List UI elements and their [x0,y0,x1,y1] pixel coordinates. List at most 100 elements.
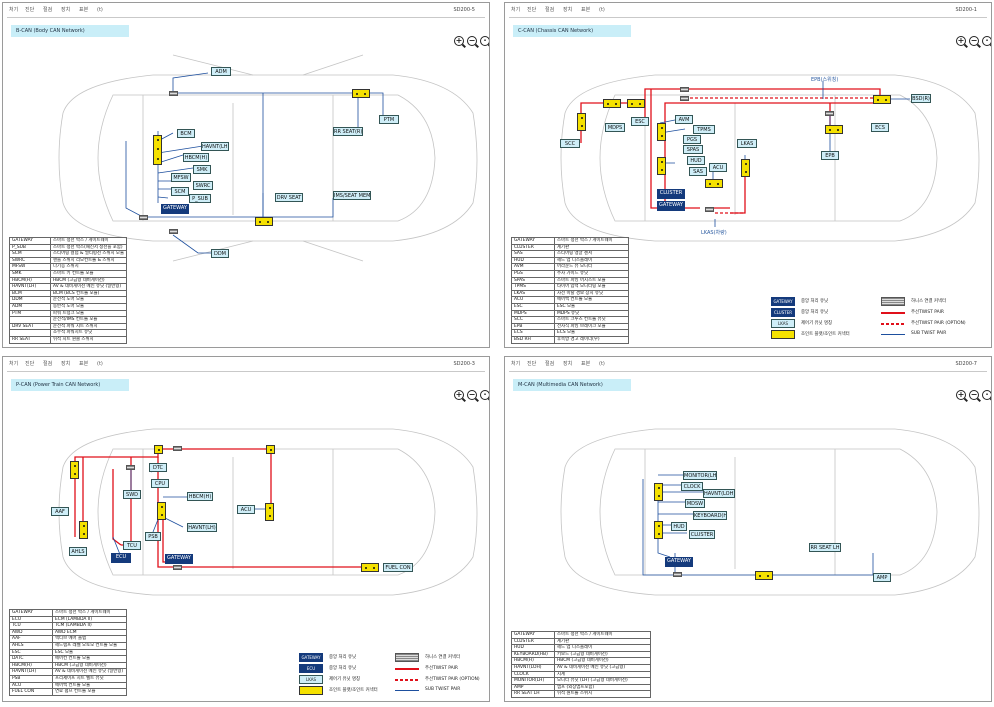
zoom-in-icon[interactable]: + [454,390,464,400]
zoom-in-icon[interactable]: + [956,390,966,400]
module-mdps[interactable]: MDPS [605,123,625,132]
module-acu[interactable]: ACU [237,505,255,514]
module-epb[interactable]: EPB [821,151,839,160]
menu-item-0[interactable]: 처기 [9,7,19,13]
menu-item-1[interactable]: 진단 [25,7,35,13]
zoom-fit-icon[interactable]: · [480,390,489,400]
menu-item-3[interactable]: 장치 [563,361,573,367]
abbr-desc: 에어컨 컨트롤 모듈 [52,655,127,663]
menu-item-3[interactable]: 장치 [61,7,71,13]
zoom-out-icon[interactable]: − [969,390,979,400]
menu-item-1[interactable]: 진단 [527,7,537,13]
menu-item-5[interactable]: (t) [599,7,605,13]
module-swrc[interactable]: SWRC [193,181,213,190]
menu-item-0[interactable]: 처기 [511,7,521,13]
module-ims[interactable]: IMS/SEAT MEMORY [333,191,371,200]
module-drv-seat[interactable]: DRV SEAT [275,193,303,202]
menu-item-4[interactable]: 표본 [581,7,591,13]
module-cluster[interactable]: CLUSTER [689,530,715,539]
module-gateway[interactable]: GATEWAY [657,201,685,211]
menu-item-0[interactable]: 처기 [511,361,521,367]
module-hud[interactable]: HUD [671,522,687,531]
menu-item-5[interactable]: (t) [97,7,103,13]
module-gateway[interactable]: GATEWAY [165,554,193,564]
zoom-out-icon[interactable]: − [467,36,477,46]
module-ptm[interactable]: PTM [379,115,399,124]
zoom-out-icon[interactable]: − [467,390,477,400]
module-sas[interactable]: SAS [689,167,707,176]
abbr-desc: 운전석 도어 모듈 [50,296,127,304]
menu-item-4[interactable]: 표본 [79,7,89,13]
module-gateway[interactable]: GATEWAY [665,557,693,567]
abbr-desc: 동반석 도어 모듈 [50,302,127,311]
abbr-desc: 전자식 파킹 브레이크 모듈 [554,322,629,331]
module-mfsw[interactable]: MFSW [171,173,191,182]
module-cpu[interactable]: CPU [151,479,169,488]
module-avm[interactable]: AVM [675,115,693,124]
module-tcu[interactable]: TCU [123,541,141,550]
menu-item-0[interactable]: 처기 [9,361,19,367]
module-tpms[interactable]: TPMS [693,125,715,134]
menu-item-1[interactable]: 진단 [527,361,537,367]
module-bcm[interactable]: BCM [177,129,195,138]
menu-item-5[interactable]: (t) [97,361,103,367]
menu-item-2[interactable]: 절검 [545,361,555,367]
module-swd[interactable]: SWD [123,490,141,499]
zoom-fit-icon[interactable]: · [982,390,991,400]
module-dtc[interactable]: DTC [149,463,167,472]
module-gateway[interactable]: GATEWAY [161,204,189,214]
module-lkas[interactable]: LKAS [737,139,757,148]
menu-item-2[interactable]: 절검 [43,361,53,367]
menu-item-2[interactable]: 절검 [545,7,555,13]
zoom-fit-icon[interactable]: · [982,36,991,46]
module-amp[interactable]: AMP [873,573,891,582]
module-pgs[interactable]: PGS [683,135,701,144]
module-scc[interactable]: SCC [560,139,580,148]
module-fuel-con[interactable]: FUEL CON [383,563,413,572]
zoom-out-icon[interactable]: − [969,36,979,46]
menu-item-5[interactable]: (t) [599,361,605,367]
module-spas[interactable]: SPAS [683,145,703,154]
zoom-fit-icon[interactable]: · [480,36,489,46]
module-psb[interactable]: PSB [145,532,161,541]
module-aaf[interactable]: AAF [51,507,69,516]
module-havnt-lh[interactable]: HAVNT(LH) [187,523,217,532]
module-scm[interactable]: SCM [171,187,189,196]
module-bsd-r[interactable]: BSD(R) [911,94,931,103]
module-hbcm-h[interactable]: HBCM(H) [183,153,209,162]
menu-item-1[interactable]: 진단 [25,361,35,367]
module-ecs[interactable]: ECS [871,123,889,132]
menu-item-2[interactable]: 절검 [43,7,53,13]
menu-item-3[interactable]: 장치 [61,361,71,367]
abbr-row: HAVNT(LH)AV & 네비게이션 메인 유닛 (일반형) [9,668,127,676]
harness-connector-icon [705,207,714,212]
menu-item-4[interactable]: 표본 [581,361,591,367]
module-p-sub[interactable]: P_SUB [189,194,211,203]
module-hud[interactable]: HUD [687,156,705,165]
module-monitor-lh[interactable]: MONITOR(LH) [683,471,717,480]
module-hbcm-h[interactable]: HBCM(H) [187,492,213,501]
module-adm[interactable]: ADM [211,67,231,76]
module-rr-seat-r[interactable]: RR SEAT(R) [333,127,363,136]
module-keyboard-hb[interactable]: KEYBOARD(HB) [693,511,727,520]
menu-item-3[interactable]: 장치 [563,7,573,13]
module-smk[interactable]: SMK [193,165,211,174]
module-cluster[interactable]: CLUSTER [657,189,685,199]
module-ecu[interactable]: ECU [111,553,131,563]
abbr-desc: 스티어링 컬럼 & 멀티펑션 스위치 모듈 [50,250,127,258]
module-acu[interactable]: ACU [709,163,727,172]
module-rr-seat-lh[interactable]: RR SEAT LH [809,543,841,552]
module-ahls[interactable]: AHLS [69,547,87,556]
module-esc[interactable]: ESC [631,117,649,126]
module-havnt-loh[interactable]: HAVNT(LOH) [703,489,735,498]
abbr-desc: HBCM (고급형 네비게이션) [52,661,127,670]
module-ddm[interactable]: DDM [211,249,229,258]
module-clock[interactable]: CLOCK [681,482,703,491]
zoom-in-icon[interactable]: + [454,36,464,46]
module-mdsw[interactable]: MDSW [685,499,705,508]
zoom-in-icon[interactable]: + [956,36,966,46]
module-havnt-lh[interactable]: HAVNT(LH) [201,142,229,151]
menu-item-4[interactable]: 표본 [79,361,89,367]
abbr-desc: ECS 모듈 [554,329,629,337]
